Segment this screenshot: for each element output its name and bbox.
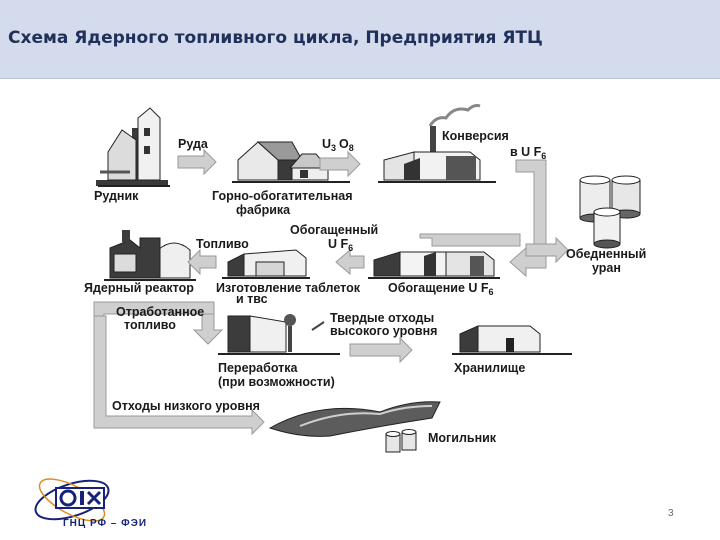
label-reactor: Ядерный реактор <box>84 281 194 295</box>
storage-building <box>452 325 572 355</box>
label-reprocessing-2: (при возможности) <box>218 375 335 389</box>
label-enrichment: Обогащение U F6 <box>388 281 494 297</box>
arrow-mine-to-mill <box>177 148 217 176</box>
label-storage: Хранилище <box>454 361 525 375</box>
arrow-fabrication-to-reactor <box>187 248 217 276</box>
logo-caption: ГНЦ РФ – ФЭИ <box>63 518 148 529</box>
label-low-waste: Отходы низкого уровня <box>112 399 260 413</box>
repository-site <box>268 401 441 453</box>
arrow-reprocessing-to-storage <box>349 336 413 364</box>
label-solid-waste-1: Твердые отходы <box>330 311 434 325</box>
label-ore: Руда <box>178 137 209 151</box>
page-title: Схема Ядерного топливного цикла, Предпри… <box>8 28 543 48</box>
label-conversion-to: в U F6 <box>510 145 546 161</box>
arrow-enrichment-to-fabrication <box>335 248 365 276</box>
conversion-plant <box>378 104 496 183</box>
label-mill-1: Горно-обогатительная <box>212 189 353 203</box>
arrow-conversion-to-enrichment <box>509 159 547 278</box>
arrow-mill-to-conversion <box>319 150 361 178</box>
arrow-spent-down <box>192 313 224 345</box>
label-spent-1: Отработанное <box>116 305 204 319</box>
mine-building <box>96 107 170 187</box>
label-reprocessing-1: Переработка <box>218 361 299 375</box>
arrow-enriched-return <box>419 233 521 247</box>
arrow-to-depleted <box>525 236 569 264</box>
title-bar: Схема Ядерного топливного цикла, Предпри… <box>0 0 720 79</box>
arrow-low-waste <box>93 315 265 436</box>
label-repository: Могильник <box>428 431 497 445</box>
label-fuel: Топливо <box>196 237 249 251</box>
label-mine: Рудник <box>94 189 139 203</box>
reprocessing-plant <box>218 314 340 355</box>
label-enriched-2: U F6 <box>328 237 353 253</box>
depleted-uranium-cylinders <box>579 175 641 249</box>
flow-arrows <box>93 148 569 436</box>
ippe-logo <box>34 478 110 522</box>
label-solid-waste-2: высокого уровня <box>330 324 437 338</box>
page-number: 3 <box>668 508 674 519</box>
label-depleted-1: Обедненный <box>566 247 646 261</box>
label-fabrication-1: Изготовление таблеток <box>216 281 361 295</box>
fabrication-building <box>222 249 310 279</box>
label-conversion: Конверсия <box>442 129 509 143</box>
reactor-building <box>104 230 196 281</box>
label-enriched-1: Обогащенный <box>290 223 378 237</box>
label-spent-2: топливо <box>124 318 176 332</box>
label-mill-2: фабрика <box>236 203 291 217</box>
enrichment-plant <box>368 251 500 279</box>
mill-building <box>232 141 350 183</box>
label-fabrication-2: и твс <box>236 292 268 306</box>
label-depleted-2: уран <box>592 261 621 275</box>
